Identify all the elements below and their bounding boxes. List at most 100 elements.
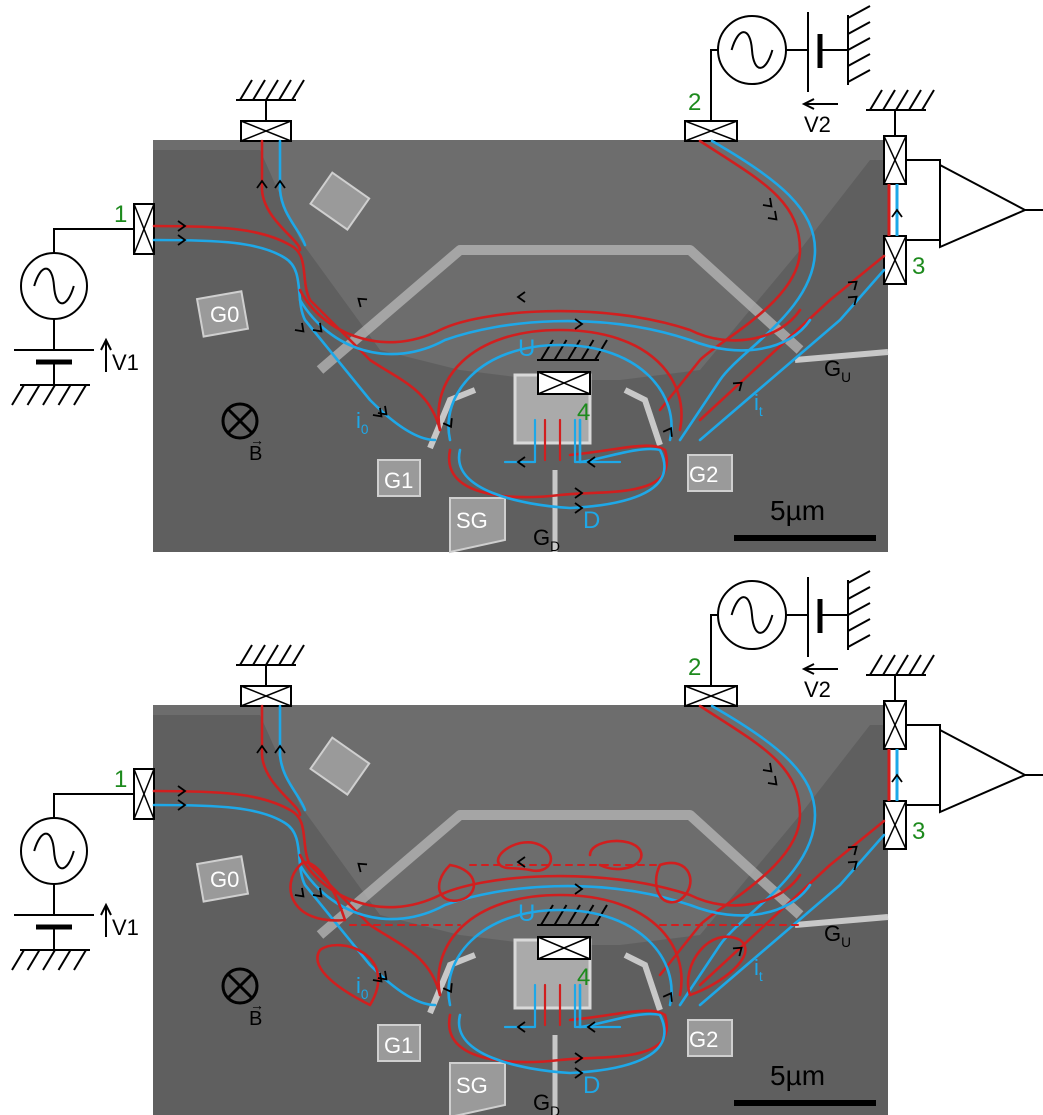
loop-red-u3 [437,863,476,903]
edge-blue-top-left [278,704,307,812]
gate-g2-finger [623,387,663,446]
flow-arrow-2 [256,179,268,189]
arm-d-label: D [583,1072,600,1099]
gate-g0-top-pad [309,736,371,796]
ground-top-left [236,644,305,666]
contact-4 [537,371,591,395]
edge-blue-top-left [278,139,307,247]
contact-2 [684,120,738,142]
edge-blue-contact4 [503,983,622,1029]
flow-arrow-14 [574,883,584,895]
flow-arrow-8 [372,972,383,983]
wire-2 [710,49,718,121]
contact-1-label: 1 [114,201,127,228]
current-i0-label: i0 [356,973,369,1002]
gate-g1-finger [427,952,477,1015]
flow-arrow-15 [516,291,526,303]
gate-g1-pad [377,459,421,497]
ac-source-right [717,15,787,85]
scale-bar-label: 5µm [770,1060,825,1091]
contact-3-label: 3 [912,818,925,845]
ground-left [11,949,90,971]
ground-left [11,384,90,406]
edge-blue-contact4 [503,418,622,464]
ground-top-left [236,79,305,101]
current-i0-label: i0 [356,408,369,437]
etched-region [153,715,888,1115]
flow-arrow-12 [847,860,858,871]
flow-arrow-10 [767,210,778,221]
edge-blue-left-in [152,238,437,442]
edge-red-right-in [658,704,802,977]
gate-sg-pad [449,1062,506,1115]
flow-arrow-3 [274,179,286,189]
flow-arrow-11 [847,845,858,856]
edge-blue-to-3 [698,833,886,1007]
scale-bar-label: 5µm [770,495,825,526]
gate-frame [316,245,804,374]
wire-2 [710,614,718,686]
flow-arrow-18 [574,487,584,499]
scale-bar [734,1100,876,1106]
edge-blue-left-in [152,803,437,1007]
gate-g2-pad [687,454,733,492]
contact-2-label: 2 [688,89,701,116]
gate-g0-pad [195,855,250,903]
edge-red-inner [437,328,683,432]
flow-arrow-18 [574,1052,584,1064]
gate-gd-label: GD [533,1090,560,1115]
amp-in-bottom [906,228,941,241]
flow-arrow-6 [294,887,305,898]
v2-arrow [801,663,838,675]
flow-arrow-11 [847,280,858,291]
v1-arrow [100,902,112,937]
gate-g0-label: G0 [210,302,239,327]
gate-g1-pad [377,1024,421,1062]
field-b-arrow: → [250,997,264,1013]
gate-gu-label: GU [824,921,851,950]
flow-arrow-5 [312,322,323,333]
loop-red-r2 [686,935,747,997]
gate-gu-lead [794,914,889,928]
amp-in-top [906,159,941,172]
edge-blue-inner [447,343,673,442]
gate-g1-label: G1 [384,468,413,493]
flow-arrow-13 [732,946,743,957]
edge-red-right-in [658,139,802,412]
flow-arrow-9 [762,762,773,773]
flow-arrow-9 [762,197,773,208]
flow-arrow-17 [516,456,526,468]
edge-red-lower-loop [447,444,669,499]
v1-arrow [100,337,112,372]
gate-sg-label: SG [456,1073,488,1098]
scale-bar [734,535,876,541]
v2-label: V2 [804,677,831,702]
loop-red-u4 [654,861,692,904]
amp-in-top [906,724,941,737]
edge-red-inner [437,893,683,997]
flow-arrow-4 [357,297,368,308]
contact-3 [883,800,907,850]
loop-red-l2 [316,943,380,1007]
contact-3-label: 3 [912,253,925,280]
magnetic-field-symbol [221,402,259,440]
flow-arrow-0 [177,785,187,797]
edge-red-upper-arm [298,853,802,909]
loop-red-l1 [289,861,347,922]
edge-red-top-left [260,139,302,252]
contact-4 [537,936,591,960]
ground-amp [866,89,935,111]
arrow-amp [891,208,903,218]
gate-gu-label: GU [824,356,851,385]
gate-g2-finger [623,952,663,1011]
flow-arrow-17 [516,1021,526,1033]
flow-arrow-5 [312,887,323,898]
ac-source-left [20,817,88,885]
gate-gd-label: GD [533,525,560,554]
flow-arrow-3 [274,744,286,754]
loop-red-u2 [588,839,643,871]
flow-arrow-6 [294,322,305,333]
edge-red-left-in [152,224,442,432]
flow-arrow-15 [516,856,526,868]
